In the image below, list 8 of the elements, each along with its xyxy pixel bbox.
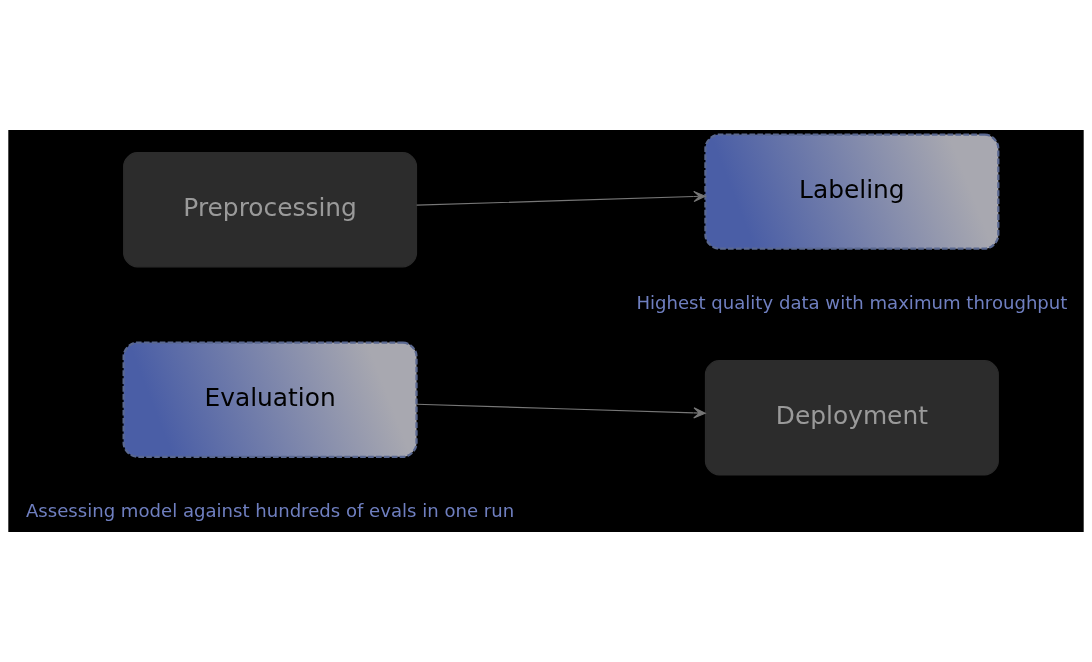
node-box: Preprocessing (123, 152, 418, 268)
node-box: Evaluation (122, 341, 418, 458)
node-box: Labeling (704, 133, 1000, 250)
node-label: Highest quality data with maximum throughput (636, 292, 1068, 314)
arrow (416, 403, 706, 419)
node-label: Assessing model against hundreds of evals in one run (26, 500, 515, 522)
node-box: Deployment (704, 360, 999, 476)
arrow (416, 190, 706, 206)
